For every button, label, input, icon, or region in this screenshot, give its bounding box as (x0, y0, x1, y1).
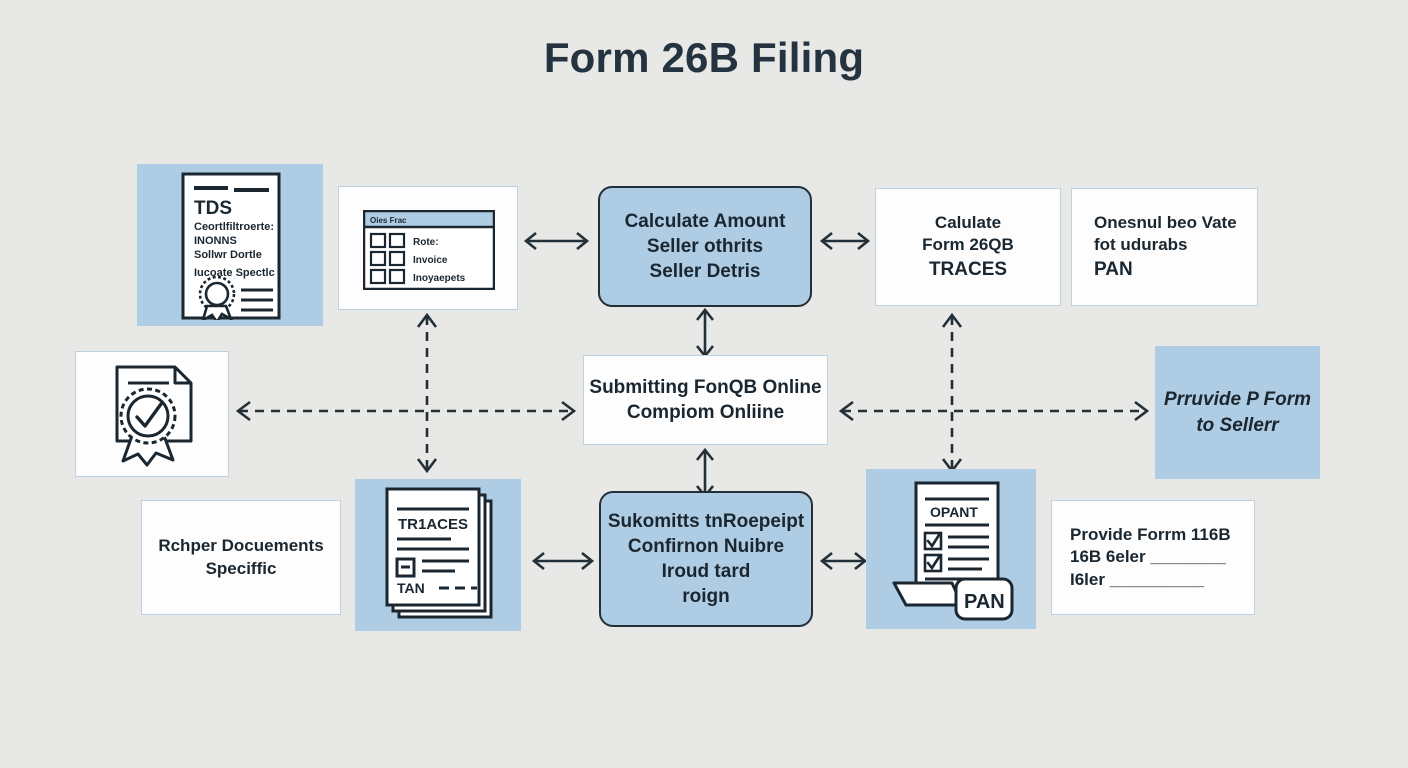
node-provide-form-16b-line-3: I6ler __________ (1070, 569, 1205, 589)
node-calculate-amount-line-3: Seller Detris (649, 261, 761, 283)
node-provide-form-to-seller[interactable]: Prruvide P Form to Sellerr (1155, 346, 1320, 479)
node-submitting-online-line-1: Submitting FonQB Online (589, 376, 822, 398)
checklist-pan-card-icon: OPANT PAN (890, 479, 1020, 623)
node-provide-form-to-seller-line-2: to Sellerr (1196, 414, 1279, 436)
svg-text:TDS: TDS (194, 198, 232, 219)
certificate-seal-tile (75, 351, 229, 477)
arrow-checkbox-form-to-calculate-amount (519, 228, 594, 254)
node-submitting-online-line-2: Compiom Onliine (626, 402, 785, 423)
node-required-documents[interactable]: Rchper Docuements Speciffic (141, 500, 341, 615)
pan-checklist-tile: OPANT PAN (866, 469, 1036, 629)
node-calculate-amount[interactable]: Calculate Amount Seller othrits Seller D… (598, 186, 812, 307)
arrow-calculate-amount-to-form-26qb (816, 228, 874, 254)
node-required-documents-line-1: Rchper Docuements (158, 536, 324, 556)
node-calculate-form-26qb-line-1: Calulate (934, 213, 1002, 233)
arrow-calculate-amount-to-submitting-online (692, 305, 718, 361)
arrow-required-documents-to-submit-receipt (527, 548, 599, 574)
form-checkboxes-tile: Oies Frac Rote: Invoice Inoyaepets (338, 186, 518, 310)
svg-text:INONNS: INONNS (194, 235, 237, 247)
svg-text:OPANT: OPANT (930, 504, 978, 520)
svg-text:Ceortlfiltroerte:: Ceortlfiltroerte: (194, 221, 274, 233)
arrow-submit-receipt-to-pan-checklist (816, 548, 871, 574)
node-provide-form-to-seller-line-1: Prruvide P Form (1163, 389, 1312, 411)
tds-certificate-tile: TDS Ceortlfiltroerte: INONNS Sollwr Dort… (137, 164, 323, 326)
svg-text:Oies Frac: Oies Frac (370, 216, 407, 225)
node-required-documents-line-2: Speciffic (205, 558, 277, 578)
page-title: Form 26B Filing (543, 34, 865, 81)
svg-text:TAN: TAN (397, 580, 425, 596)
svg-text:Invoice: Invoice (413, 255, 448, 266)
node-calculate-amount-line-1: Calculate Amount (624, 210, 786, 232)
svg-text:Rote:: Rote: (413, 237, 439, 248)
traces-documents-tile: TR1ACES TAN (355, 479, 521, 631)
arrow-submitting-online-to-provide-form-seller (832, 398, 1156, 424)
node-provide-form-16b-line-1: Provide Forrm 116B (1070, 524, 1231, 544)
node-submit-receipt-line-1: Sukomitts tnRoepeipt (607, 510, 805, 532)
node-pan-details-line-2: fot udurabs (1094, 235, 1188, 255)
tds-certificate-document-icon: TDS Ceortlfiltroerte: INONNS Sollwr Dort… (181, 172, 281, 320)
node-pan-details-line-1: Onesnul beo Vate (1094, 213, 1237, 233)
form-checkboxes-icon: Oies Frac Rote: Invoice Inoyaepets (363, 210, 495, 290)
svg-text:Sollwr Dortle: Sollwr Dortle (194, 249, 262, 261)
svg-text:PAN: PAN (964, 591, 1005, 613)
node-submitting-online[interactable]: Submitting FonQB Online Compiom Onliine (583, 355, 828, 445)
svg-text:Iucoate Spectlc: Iucoate Spectlc (194, 267, 275, 279)
arrow-checkbox-form-to-traces-documents (414, 308, 440, 478)
node-calculate-form-26qb-line-2: Form 26QB (922, 235, 1014, 255)
svg-text:TR1ACES: TR1ACES (398, 516, 468, 533)
node-pan-details-line-3: PAN (1094, 258, 1133, 280)
node-submit-receipt[interactable]: Sukomitts tnRoepeipt Confirnon Nuibre Ir… (599, 491, 813, 627)
node-submit-receipt-line-2: Confirnon Nuibre (627, 535, 785, 557)
node-calculate-form-26qb-line-3: TRACES (928, 258, 1008, 280)
node-submit-receipt-line-4: roign (682, 586, 730, 608)
node-pan-details[interactable]: Onesnul beo Vate fot udurabs PAN (1071, 188, 1258, 306)
node-submit-receipt-line-3: Iroud tard (661, 561, 751, 582)
node-calculate-amount-line-2: Seller othrits (646, 235, 764, 257)
stacked-documents-icon: TR1ACES TAN (377, 487, 501, 623)
arrow-form-26qb-to-pan-checklist (939, 308, 965, 478)
svg-text:Inoyaepets: Inoyaepets (413, 273, 466, 284)
arrow-certificate-to-submitting-online (229, 398, 583, 424)
node-provide-form-16b-line-2: 16B 6eler ________ (1070, 547, 1226, 567)
node-provide-form-16b[interactable]: Provide Forrm 116B 16B 6eler ________ I6… (1051, 500, 1255, 615)
certificate-seal-check-icon (103, 361, 201, 467)
node-calculate-form-26qb[interactable]: Calulate Form 26QB TRACES (875, 188, 1061, 306)
